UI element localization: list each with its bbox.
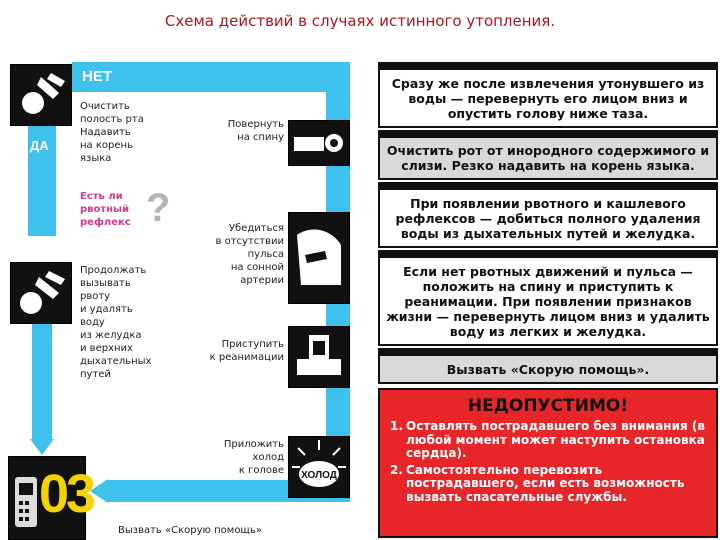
step-text-line: пульса (194, 248, 284, 261)
question-mark: ? (146, 186, 170, 231)
step-turn-over: Повернуть на спину (204, 118, 284, 144)
step-text-line: на спину (204, 131, 284, 144)
step-clean-mouth: Очистить полость рта Надавить на корень … (80, 100, 144, 165)
step-text-line: путей (80, 368, 151, 381)
warning-list: 1. Оставлять пострадавшего без внимания … (390, 420, 715, 507)
step-text-line: на корень (80, 139, 144, 152)
flow-chart: НЕТ ДА (8, 62, 358, 540)
step-continue-vomit: Продолжать вызывать рвоту и удалять воду… (80, 264, 151, 381)
instruction-clean-mouth: Очистить рот от инородного содержимого и… (378, 136, 718, 180)
warning-item: 2. Самостоятельно перевозить пострадавше… (390, 464, 715, 505)
step-text-line: рвоту (80, 290, 151, 303)
cold-label: ХОЛОД (301, 470, 337, 481)
instruction-call-ambulance: Вызвать «Скорую помощь». (378, 354, 718, 384)
step-text-line: и верхних (80, 342, 151, 355)
pulse-check-pictogram (288, 212, 350, 304)
hand-face-icon (13, 67, 69, 123)
step-text-line: к реанимации (194, 351, 284, 364)
warning-title: НЕДОПУСТИМО! (380, 396, 716, 416)
step-text-line: Повернуть (204, 118, 284, 131)
step-text-line: и удалять (80, 303, 151, 316)
pulse-hand-icon (291, 215, 347, 301)
step-text-line: воду (80, 316, 151, 329)
phone-icon (11, 473, 41, 533)
step-reanimation: Приступить к реанимации (194, 338, 284, 364)
question-line: рефлекс (80, 216, 131, 229)
step-text-line: Очистить (80, 100, 144, 113)
warning-item: 1. Оставлять пострадавшего без внимания … (390, 420, 715, 461)
question-vomit-reflex: Есть ли рвотный рефлекс (80, 190, 131, 229)
instruction-reanimation: Если нет рвотных движений и пульса — пол… (378, 256, 718, 346)
page-title: Схема действий в случаях истинного утопл… (0, 12, 720, 30)
step-text-line: к голове (194, 464, 284, 477)
warning-item-text: Самостоятельно перевозить пострадавшего,… (406, 464, 715, 505)
question-line: Есть ли (80, 190, 131, 203)
step-text-line: Приложить (194, 438, 284, 451)
warning-item-text: Оставлять пострадавшего без внимания (в … (406, 420, 715, 461)
step-text-line: Убедиться (194, 222, 284, 235)
hand-face-icon-2 (13, 265, 69, 321)
pipe-left-bottom (32, 324, 52, 439)
vomit-pictogram (10, 262, 72, 324)
step-text-line: полость рта (80, 113, 144, 126)
step-text-line: Приступить (194, 338, 284, 351)
step-text-line: дыхательных (80, 355, 151, 368)
cold-pack-icon: ХОЛОД (290, 438, 348, 496)
pipe-top (72, 62, 350, 92)
label-no: НЕТ (82, 68, 112, 85)
step-text-line: артерии (194, 274, 284, 287)
step-text-line: из желудка (80, 329, 151, 342)
step-text-line: в отсутствии (194, 235, 284, 248)
step-apply-cold: Приложить холод к голове (194, 438, 284, 477)
step-text-line: Продолжать (80, 264, 151, 277)
step-text-line: холод (194, 451, 284, 464)
warning-box: НЕДОПУСТИМО! 1. Оставлять пострадавшего … (378, 388, 718, 538)
step-text-line: Надавить (80, 126, 144, 139)
turn-over-pictogram (288, 120, 350, 166)
warning-item-number: 1. (390, 420, 406, 461)
bottom-call-ambulance: Вызвать «Скорую помощь» (118, 524, 262, 537)
ambulance-call-pictogram: 03 (8, 456, 86, 540)
step-text-line: вызывать (80, 277, 151, 290)
cpr-hands-icon (291, 329, 347, 385)
lying-person-icon (290, 123, 348, 163)
cold-pictogram: ХОЛОД (288, 436, 350, 498)
instruction-remove-water: При появлении рвотного и кашлевого рефле… (378, 188, 718, 248)
step-check-pulse: Убедиться в отсутствии пульса на сонной … (194, 222, 284, 287)
mouth-cleaning-pictogram (10, 64, 72, 126)
step-text-line: языка (80, 152, 144, 165)
label-yes: ДА (30, 138, 49, 153)
warning-item-number: 2. (390, 464, 406, 505)
ambulance-number: 03 (39, 463, 93, 525)
instruction-turn-face-down: Сразу же после извлечения утонувшего из … (378, 68, 718, 128)
arrow-to-03 (30, 439, 54, 455)
question-line: рвотный (80, 203, 131, 216)
step-text-line: на сонной (194, 261, 284, 274)
reanimation-pictogram (288, 326, 350, 388)
